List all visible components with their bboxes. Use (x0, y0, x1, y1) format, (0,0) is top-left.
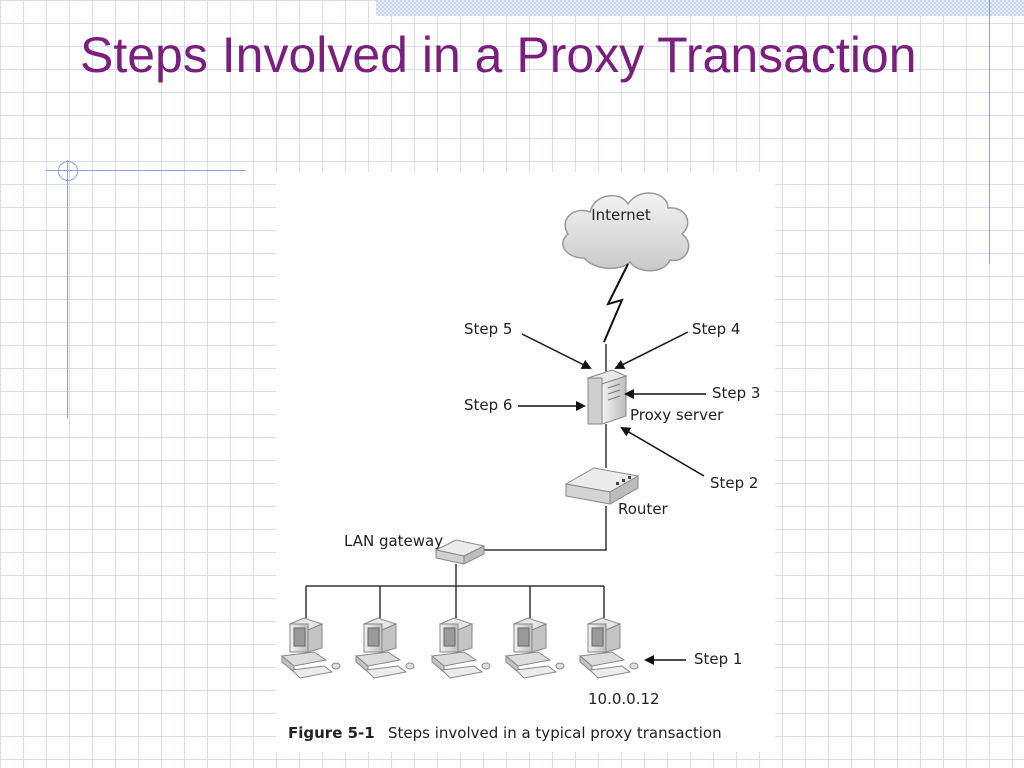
decorative-corner-circle (58, 161, 78, 181)
step-4-arrow (614, 331, 689, 369)
decorative-vertical-line-left (67, 160, 68, 418)
proxy-server-label: Proxy server (630, 406, 724, 424)
figure-number: Figure 5-1 (288, 724, 375, 742)
lan-gateway-icon (434, 539, 486, 565)
internet-label: Internet (591, 206, 651, 224)
figure-caption: Steps involved in a typical proxy transa… (388, 724, 722, 742)
step-1-label: Step 1 (694, 650, 742, 668)
router-gateway-line (482, 506, 607, 551)
proxy-diagram-figure: Internet Proxy server Router LAN gateway (276, 172, 775, 752)
step-5-label: Step 5 (464, 320, 512, 338)
step-6-label: Step 6 (464, 396, 512, 414)
decorative-vertical-line-right (989, 0, 990, 264)
step-2-arrow (620, 426, 705, 477)
slide-title: Steps Involved in a Proxy Transaction (80, 26, 917, 84)
top-decorative-band (376, 0, 1024, 16)
client-computer-icon (354, 617, 415, 679)
internet-cloud-icon: Internet (562, 192, 690, 272)
step-2-label: Step 2 (710, 474, 758, 492)
client-computer-icon (280, 617, 341, 679)
client-computer-icon (578, 617, 639, 679)
decorative-title-underline (46, 170, 246, 171)
slide-title-text: Steps Involved in a Proxy Transaction (80, 27, 917, 83)
router-icon (564, 467, 640, 505)
step-3-label: Step 3 (712, 384, 760, 402)
lan-gateway-label: LAN gateway (344, 532, 443, 550)
lightning-bolt-icon (603, 263, 629, 343)
step-4-label: Step 4 (692, 320, 740, 338)
client-computer-icon (504, 617, 565, 679)
lan-drop-lines (305, 586, 605, 618)
router-label: Router (618, 500, 669, 518)
proxy-diagram: Internet Proxy server Router LAN gateway (280, 192, 760, 742)
client-ip-label: 10.0.0.12 (588, 690, 660, 708)
client-computers (280, 617, 639, 679)
client-computer-icon (430, 617, 491, 679)
step-5-arrow (521, 333, 592, 369)
proxy-server-icon (586, 369, 628, 425)
